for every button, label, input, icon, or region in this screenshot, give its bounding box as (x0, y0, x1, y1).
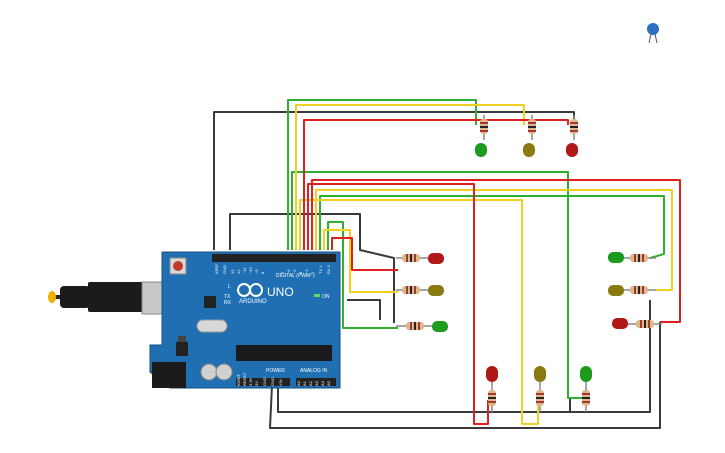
svg-text:TX 1: TX 1 (318, 265, 323, 274)
wire-red-c (331, 237, 398, 271)
resistor-top-1[interactable] (480, 115, 488, 140)
capacitor-icon[interactable] (647, 23, 659, 44)
led-green-right[interactable] (608, 252, 624, 263)
svg-text:A4: A4 (320, 380, 325, 386)
svg-text:~11: ~11 (242, 267, 247, 274)
board-model: UNO (267, 285, 294, 299)
wire-yellow-b (315, 189, 673, 291)
svg-text:A5: A5 (326, 380, 331, 386)
svg-text:IOREF: IOREF (236, 373, 241, 386)
wires (213, 99, 681, 429)
wire-green-b (319, 195, 665, 259)
crystal-oscillator (196, 319, 228, 333)
wire-yellow-a (299, 199, 539, 425)
svg-text:A2: A2 (308, 380, 313, 386)
svg-text:A0: A0 (296, 380, 301, 386)
wire-red-top (303, 119, 569, 250)
power-label: POWER (266, 368, 285, 374)
resistor-right-2[interactable] (624, 286, 656, 294)
svg-text:~9: ~9 (254, 269, 259, 274)
led-green-top[interactable] (475, 143, 487, 157)
wire-yellow-c (323, 229, 398, 293)
capacitor-2 (215, 363, 233, 381)
led-red-left[interactable] (428, 253, 444, 264)
svg-text:~10: ~10 (248, 266, 253, 274)
analog-label: ANALOG IN (300, 368, 328, 374)
svg-text:8: 8 (260, 271, 265, 274)
resistor-bottom-1[interactable] (488, 382, 496, 412)
svg-text:~3: ~3 (304, 269, 309, 274)
power-header[interactable] (236, 378, 290, 386)
svg-text:A3: A3 (314, 380, 319, 386)
led-group-top[interactable] (475, 115, 578, 157)
led-group-bottom[interactable] (486, 366, 592, 412)
led-green-bottom[interactable] (580, 366, 592, 382)
led-red-right[interactable] (612, 318, 628, 329)
svg-text:GND: GND (262, 377, 267, 386)
led-yellow-top[interactable] (523, 143, 535, 157)
led-group-right[interactable] (608, 252, 662, 329)
resistor-left-3[interactable] (396, 322, 432, 330)
analog-header[interactable] (296, 378, 336, 386)
resistor-top-2[interactable] (528, 115, 536, 140)
digital-pin-labels: AREF GND 13 12 ~11 ~10 ~9 8 7 ~6 ~5 4 ~3… (214, 263, 331, 274)
resistor-bottom-3[interactable] (582, 382, 590, 412)
power-pin-labels: IOREF RESET 3.3V 5V GND GND VIN A0 A1 A2… (236, 372, 331, 386)
wire-green-a (291, 171, 582, 399)
svg-text:~6: ~6 (286, 269, 291, 274)
svg-text:AREF: AREF (214, 263, 219, 274)
wire-black-bottom2 (269, 322, 661, 429)
resistor-right-3[interactable] (628, 320, 662, 328)
svg-text:VIN: VIN (278, 379, 283, 386)
wire-red-b (311, 179, 681, 323)
usb-plug-icon[interactable] (48, 281, 173, 315)
svg-text:GND: GND (222, 265, 227, 274)
svg-text:13: 13 (230, 269, 235, 274)
resistor-top-3[interactable] (570, 115, 578, 140)
wire-red-a (307, 183, 489, 425)
arduino-logo-icon (237, 283, 263, 297)
led-red-top[interactable] (566, 143, 578, 157)
led-yellow-right[interactable] (608, 285, 624, 296)
resistor-left-1[interactable] (396, 254, 428, 262)
svg-text:12: 12 (236, 269, 241, 274)
wire-yellow-top (295, 104, 525, 250)
svg-text:4: 4 (298, 271, 303, 274)
wire-black-mid (229, 213, 395, 323)
atmega-chip (236, 345, 332, 361)
led-yellow-bottom[interactable] (534, 366, 546, 382)
dc-jack-icon[interactable] (152, 362, 186, 388)
board-brand: ARDUINO (239, 299, 267, 305)
capacitor-1 (200, 363, 218, 381)
digital-header[interactable] (212, 254, 336, 262)
svg-text:2: 2 (310, 271, 315, 274)
resistor-left-2[interactable] (396, 286, 428, 294)
wire-black-right (347, 299, 381, 320)
svg-text:A1: A1 (302, 380, 307, 386)
led-red-bottom[interactable] (486, 366, 498, 382)
svg-text:7: 7 (280, 271, 285, 274)
wire-green-top (287, 99, 477, 250)
l-label: L (228, 284, 231, 290)
on-led-label: ON (322, 294, 330, 300)
wire-green-c (327, 221, 398, 329)
led-group-left[interactable] (396, 253, 448, 332)
led-green-left[interactable] (432, 321, 448, 332)
rx-label: RX (224, 300, 232, 306)
digital-label: DIGITAL (PWM~) (276, 273, 315, 279)
svg-text:RX 0: RX 0 (326, 264, 331, 274)
led-yellow-left[interactable] (428, 285, 444, 296)
tx-label: TX (224, 294, 231, 300)
svg-text:3.3V: 3.3V (248, 377, 253, 386)
svg-text:5V: 5V (254, 381, 259, 386)
svg-text:~5: ~5 (292, 269, 297, 274)
svg-text:RESET: RESET (242, 372, 247, 386)
resistor-bottom-2[interactable] (536, 382, 544, 412)
resistor-right-1[interactable] (624, 254, 656, 262)
wire-black-bottom (277, 300, 651, 413)
svg-text:GND: GND (270, 377, 275, 386)
arduino-uno-board[interactable]: ARDUINO UNO ON TX RX L DIGITAL (PWM~) PO… (48, 251, 341, 389)
